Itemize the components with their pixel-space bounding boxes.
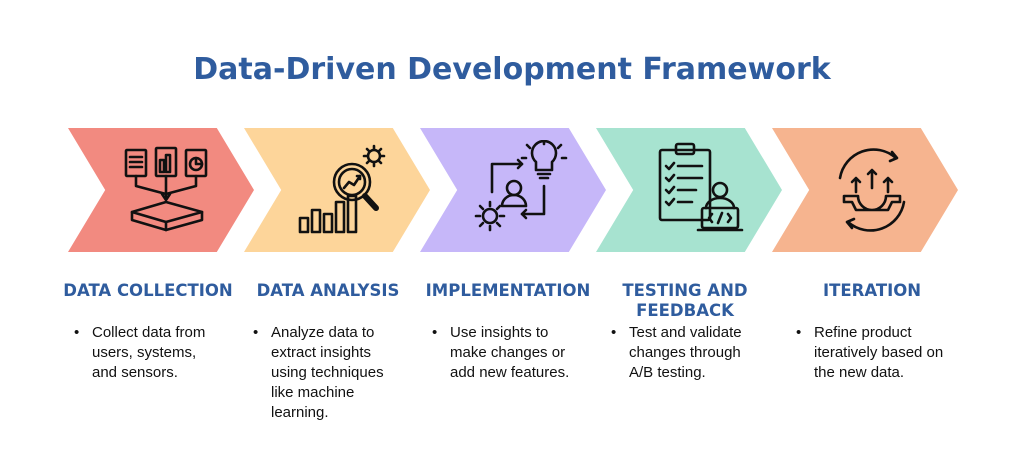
description-item: Collect data from users, systems, and se… (72, 323, 222, 383)
stage-chevron-implementation (420, 128, 606, 252)
stage-chevron-iteration (772, 128, 958, 252)
documents-to-database-icon (124, 146, 208, 232)
stage-title-data-collection: DATA COLLECTION (63, 281, 233, 300)
page-title: Data-Driven Development Framework (193, 52, 831, 87)
stage-description-testing-and-feedback: Test and validate changes through A/B te… (609, 323, 759, 383)
person-lightbulb-gear-icon (474, 140, 568, 232)
description-item: Refine product iteratively based on the … (794, 323, 944, 383)
stage-title-testing-and-feedback: TESTING AND FEEDBACK (622, 281, 748, 320)
stage-chevron-data-analysis (244, 128, 430, 252)
description-item: Test and validate changes through A/B te… (609, 323, 759, 383)
stage-description-data-collection: Collect data from users, systems, and se… (72, 323, 222, 383)
description-item: Analyze data to extract insights using t… (251, 323, 401, 423)
magnifier-chart-gear-icon (298, 144, 386, 234)
stage-description-implementation: Use insights to make changes or add new … (430, 323, 580, 383)
stage-description-iteration: Refine product iteratively based on the … (794, 323, 944, 383)
stage-chevron-testing-and-feedback (596, 128, 782, 252)
clipboard-checklist-developer-icon (658, 142, 744, 232)
stage-title-data-analysis: DATA ANALYSIS (256, 281, 400, 300)
stage-title-implementation: IMPLEMENTATION (425, 281, 591, 300)
description-item: Use insights to make changes or add new … (430, 323, 580, 383)
stage-description-data-analysis: Analyze data to extract insights using t… (251, 323, 401, 423)
stage-chevron-data-collection (68, 128, 254, 252)
cycle-arrows-gear-icon (838, 148, 906, 232)
process-flow (68, 128, 958, 252)
stage-title-iteration: ITERATION (822, 281, 922, 300)
